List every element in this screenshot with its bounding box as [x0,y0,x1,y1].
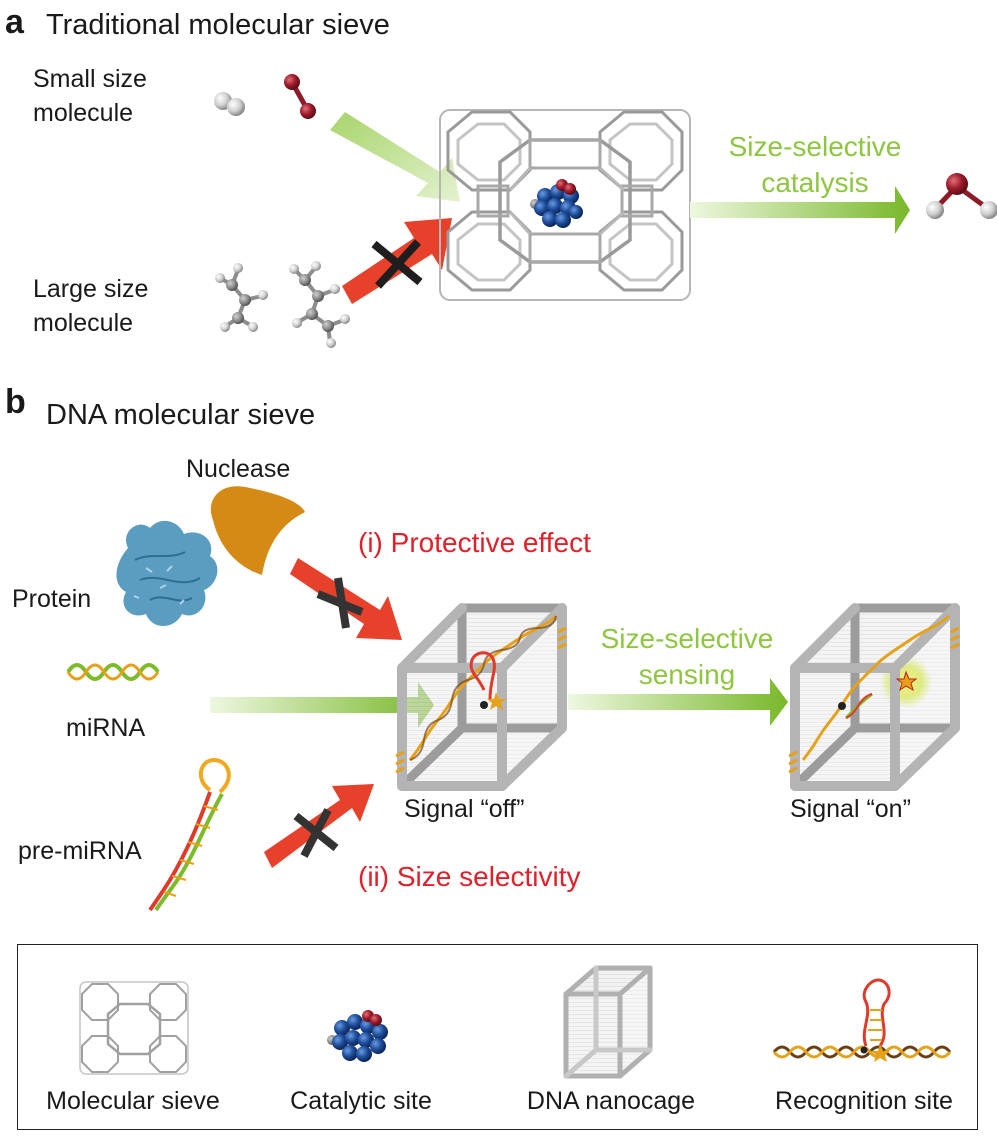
dna-nanocage-off [395,603,567,791]
mirna-label: miRNA [66,714,146,742]
propane-molecule-icon [215,263,268,332]
panel-b-title: DNA molecular sieve [46,399,316,431]
catalysis-product-arrow [690,186,910,234]
signal-on-label: Signal “on” [790,795,911,823]
block-cross-icon-bottom [293,808,339,858]
legend-dna-nanocage-icon [563,965,653,1079]
zeolite-sieve-icon [439,109,691,301]
panel-b-letter: b [5,383,26,421]
block-cross-icon [371,239,423,289]
o2-molecule-icon [284,74,316,119]
protein-label: Protein [12,585,92,613]
catalysis-label-line1: Size-selective [728,131,902,162]
legend-label-dna-nanocage: DNA nanocage [526,1087,696,1115]
pre-mirna-label: pre-miRNA [18,837,142,865]
sensing-label-line1: Size-selective [600,623,774,654]
h2-molecule-icon [214,92,245,116]
legend-label-recognition-site: Recognition site [775,1087,953,1115]
small-molecule-label-line1: Small size [33,65,147,93]
legend-catalytic-site-icon [327,1010,388,1062]
mirna-entry-arrow [210,682,434,728]
mirna-icon [66,663,160,681]
legend-label-catalytic-site: Catalytic site [290,1087,432,1115]
large-molecule-label-line1: Large size [33,275,149,303]
legend-label-molecular-sieve: Molecular sieve [46,1087,220,1115]
mirna-icon-strand2 [66,663,160,681]
dna-nanocage-on [788,603,960,791]
nuclease-icon [210,486,305,575]
protective-effect-label: (i) Protective effect [358,527,591,558]
size-selectivity-label: (ii) Size selectivity [358,861,581,892]
block-cross-icon-top [316,577,364,629]
large-molecule-label-line2: molecule [33,309,134,337]
nuclease-label: Nuclease [186,455,291,483]
legend-recognition-site-icon [772,978,952,1062]
panel-a-letter: a [5,3,24,41]
sensing-arrow [568,678,788,726]
pre-mirna-icon [148,757,231,912]
catalytic-site-icon [530,179,583,228]
panel-a-title: Traditional molecular sieve [46,9,390,41]
legend-molecular-sieve-icon [79,981,189,1075]
legend-box [17,944,978,1130]
protective-blocked-arrow [290,558,402,640]
butane-molecule-icon [289,261,350,348]
small-molecule-entry-arrow [330,112,460,202]
sensing-label-line2: sensing [638,659,736,690]
water-molecule-icon [926,173,997,219]
signal-off-label: Signal “off” [404,795,525,823]
catalysis-label-line2: catalysis [761,167,869,198]
protein-icon [116,520,218,626]
small-molecule-label-line2: molecule [33,99,134,127]
